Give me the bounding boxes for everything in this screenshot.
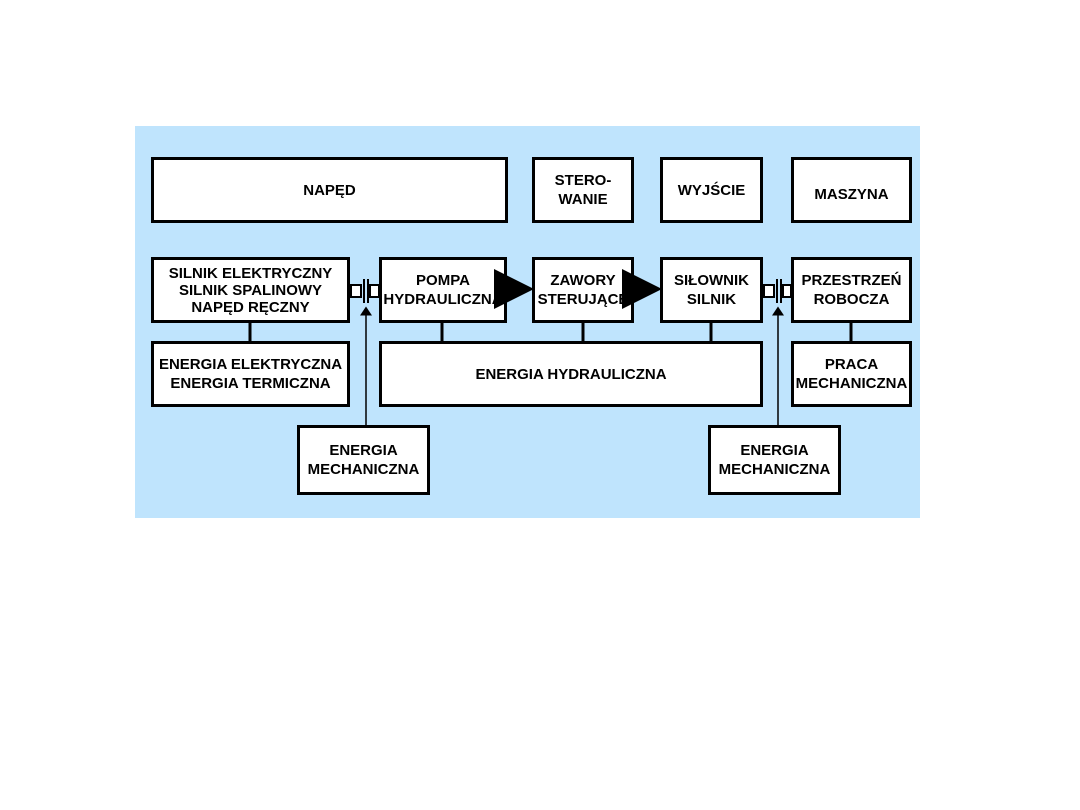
wyjscie-header-label: WYJŚCIE <box>677 181 746 199</box>
work-box: PRACA MECHANICZNA <box>791 341 912 407</box>
electric-energy-label: ENERGIA ELEKTRYCZNA <box>158 356 343 373</box>
sterowanie-header-line1: STERO- <box>554 172 612 189</box>
mech-energy-left-box: ENERGIA MECHANICZNA <box>297 425 430 495</box>
hydraulic-energy-box: ENERGIA HYDRAULICZNA <box>379 341 763 407</box>
actuator-label-line1: SIŁOWNIK <box>674 272 749 289</box>
engine-combustion-label: SILNIK SPALINOWY <box>178 281 323 299</box>
naped-header-box: NAPĘD <box>151 157 508 223</box>
maszyna-header-label: MASZYNA <box>814 185 889 203</box>
mech-energy-right-line2: MECHANICZNA <box>718 461 831 478</box>
valves-label-line1: ZAWORY <box>550 272 616 289</box>
mech-energy-left-line1: ENERGIA <box>329 442 398 459</box>
input-energy-box: ENERGIA ELEKTRYCZNA ENERGIA TERMICZNA <box>151 341 350 407</box>
mech-energy-right-line1: ENERGIA <box>740 442 809 459</box>
sterowanie-header-line2: WANIE <box>558 191 608 208</box>
naped-header-label: NAPĘD <box>303 181 356 199</box>
actuator-box: SIŁOWNIK SILNIK <box>660 257 763 323</box>
right-coupling-icon <box>763 279 792 303</box>
actuator-label-line2: SILNIK <box>686 291 737 308</box>
mech-energy-right-box: ENERGIA MECHANICZNA <box>708 425 841 495</box>
valves-label-line2: STERUJĄCE <box>537 291 629 308</box>
maszyna-header-box: MASZYNA <box>791 157 912 223</box>
mech-energy-left-line2: MECHANICZNA <box>307 461 420 478</box>
thermal-energy-label: ENERGIA TERMICZNA <box>170 375 331 392</box>
sterowanie-header-box: STERO- WANIE <box>532 157 634 223</box>
pump-label-line2: HYDRAULICZNA <box>383 291 503 308</box>
wyjscie-header-box: WYJŚCIE <box>660 157 763 223</box>
workspace-box: PRZESTRZEŃ ROBOCZA <box>791 257 912 323</box>
left-coupling-icon <box>350 279 380 303</box>
work-label-line1: PRACA <box>824 356 879 373</box>
valves-box: ZAWORY STERUJĄCE <box>532 257 634 323</box>
work-label-line2: MECHANICZNA <box>795 375 908 392</box>
engine-electric-label: SILNIK ELEKTRYCZNY <box>168 264 333 282</box>
workspace-label-line1: PRZESTRZEŃ <box>801 272 902 289</box>
hydraulic-energy-label: ENERGIA HYDRAULICZNA <box>475 365 667 383</box>
workspace-label-line2: ROBOCZA <box>813 291 890 308</box>
pump-box: POMPA HYDRAULICZNA <box>379 257 507 323</box>
engines-box: SILNIK ELEKTRYCZNY SILNIK SPALINOWY NAPĘ… <box>151 257 350 323</box>
pump-label-line1: POMPA <box>416 272 470 289</box>
engine-manual-label: NAPĘD RĘCZNY <box>191 298 310 316</box>
